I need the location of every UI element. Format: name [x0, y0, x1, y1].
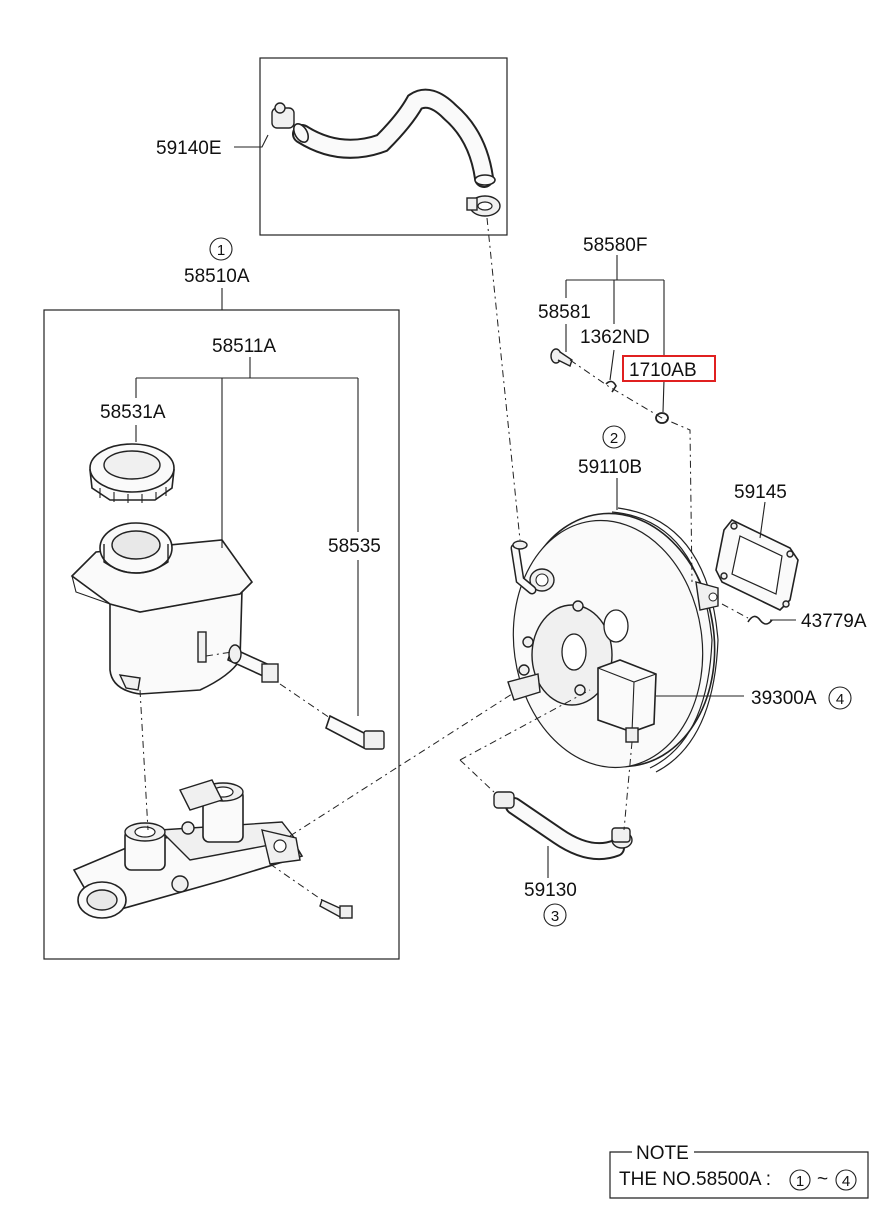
label-43779a[interactable]: 43779A	[801, 611, 867, 632]
ref-circle-4: 4	[828, 686, 852, 710]
ref-circle-1: 1	[209, 237, 233, 261]
note-title: NOTE	[636, 1143, 689, 1164]
sensor-connector[interactable]	[325, 714, 385, 750]
vacuum-hose-59130[interactable]	[493, 791, 633, 861]
label-58531a[interactable]: 58531A	[100, 402, 166, 423]
ref-circle-3: 3	[543, 903, 567, 927]
ref-circle-2: 2	[602, 425, 626, 449]
brake-booster-59110b[interactable]	[498, 501, 731, 780]
svg-text:3: 3	[551, 908, 559, 925]
label-58535[interactable]: 58535	[328, 536, 381, 557]
label-1362nd[interactable]: 1362ND	[580, 327, 650, 348]
vacuum-hose-59140e[interactable]	[291, 88, 496, 188]
assembly-lines	[139, 217, 749, 901]
gasket-59145[interactable]	[715, 519, 799, 611]
label-59130[interactable]: 59130	[524, 880, 577, 901]
leader-lines	[135, 134, 796, 878]
master-cylinder-bolt[interactable]	[319, 899, 353, 920]
hose-clamp-left[interactable]	[271, 102, 295, 129]
pin-58581[interactable]	[550, 348, 573, 367]
vacuum-sensor-39300a[interactable]	[597, 659, 657, 743]
reservoir-cap-58531a[interactable]	[89, 443, 175, 503]
booster-check-valve[interactable]	[510, 540, 537, 595]
label-1710ab[interactable]: 1710AB	[629, 360, 697, 381]
booster-push-rod-fitting[interactable]	[507, 673, 541, 701]
brake-fluid-reservoir[interactable]	[70, 522, 254, 695]
svg-text:1: 1	[217, 242, 225, 259]
master-cylinder-body[interactable]	[72, 779, 304, 919]
label-58511a[interactable]: 58511A	[212, 336, 276, 357]
note-tilde: ~	[817, 1169, 828, 1190]
label-59110b[interactable]: 59110B	[578, 457, 642, 478]
label-58581[interactable]: 58581	[538, 302, 591, 323]
note-text: THE NO.58500A :	[619, 1169, 771, 1190]
clip-1362nd[interactable]	[605, 380, 617, 393]
note-box: NOTE THE NO.58500A : 1 ~ 4	[609, 1143, 869, 1199]
label-58580f[interactable]: 58580F	[583, 235, 647, 256]
label-59145[interactable]: 59145	[734, 482, 787, 503]
highlight-box-1710ab	[622, 355, 716, 382]
label-59140e[interactable]: 59140E	[156, 138, 222, 159]
note-range-start: 1	[796, 1173, 804, 1190]
label-58510a[interactable]: 58510A	[184, 266, 250, 287]
svg-text:4: 4	[836, 691, 844, 708]
level-sensor-58535[interactable]	[227, 644, 279, 683]
hose-clamp-right[interactable]	[466, 195, 501, 217]
note-range-end: 4	[842, 1173, 850, 1190]
label-39300a[interactable]: 39300A	[751, 688, 817, 709]
svg-text:2: 2	[610, 430, 618, 447]
clip-43779a[interactable]	[747, 615, 773, 625]
